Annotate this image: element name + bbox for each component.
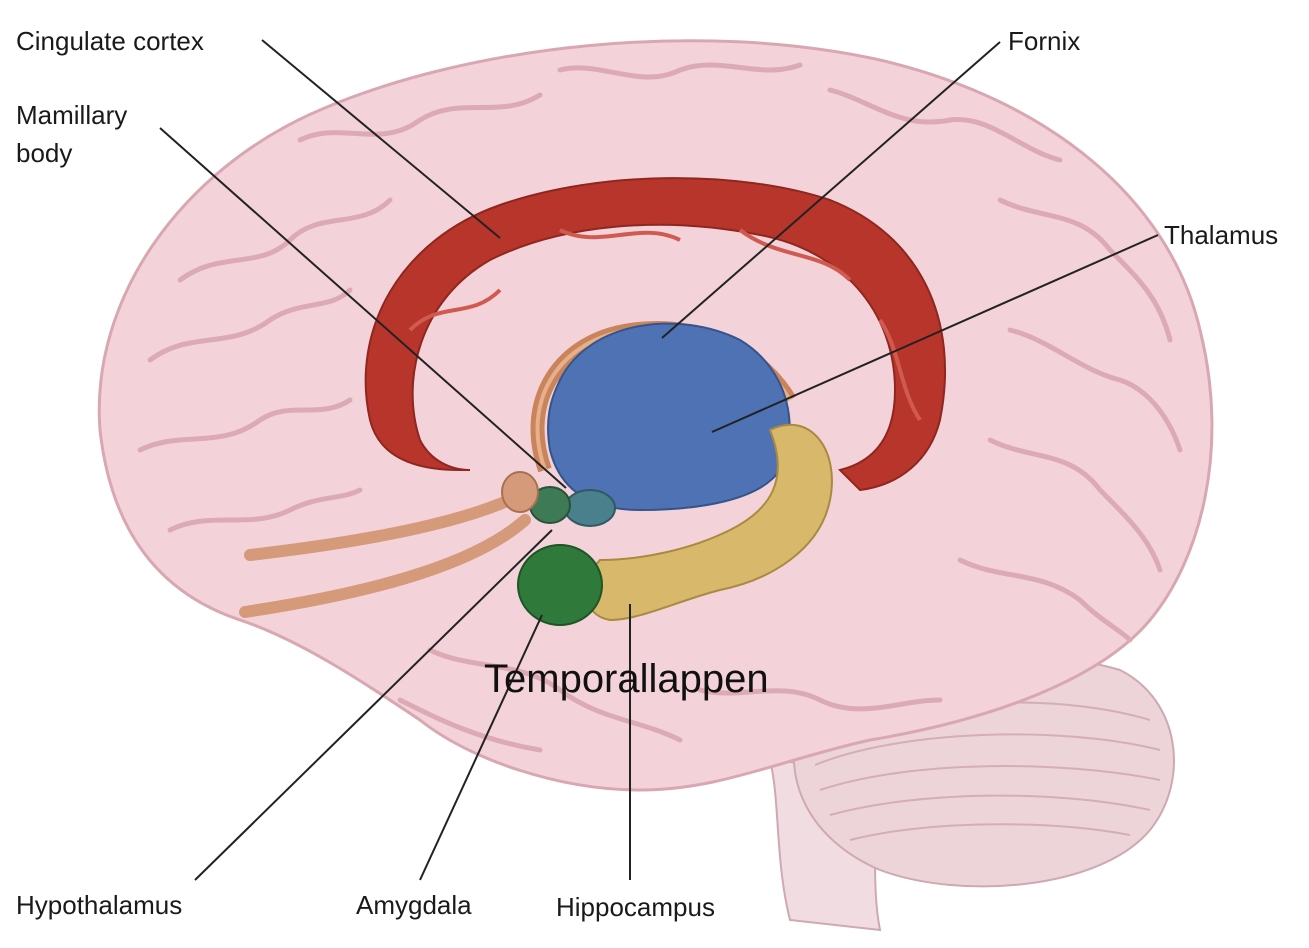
amygdala xyxy=(518,545,602,625)
label-cingulate-cortex: Cingulate cortex xyxy=(16,24,204,58)
label-mamillary-body-line1: Mamillary xyxy=(16,98,127,132)
mamillary-body xyxy=(565,490,615,526)
label-hippocampus: Hippocampus xyxy=(556,890,715,924)
label-fornix: Fornix xyxy=(1008,24,1080,58)
label-amygdala: Amygdala xyxy=(356,888,472,922)
thalamus xyxy=(548,324,790,510)
label-hypothalamus: Hypothalamus xyxy=(16,888,182,922)
label-mamillary-body-line2: body xyxy=(16,136,72,170)
label-thalamus: Thalamus xyxy=(1164,218,1278,252)
label-temporal-lobe: Temporallappen xyxy=(484,656,769,702)
